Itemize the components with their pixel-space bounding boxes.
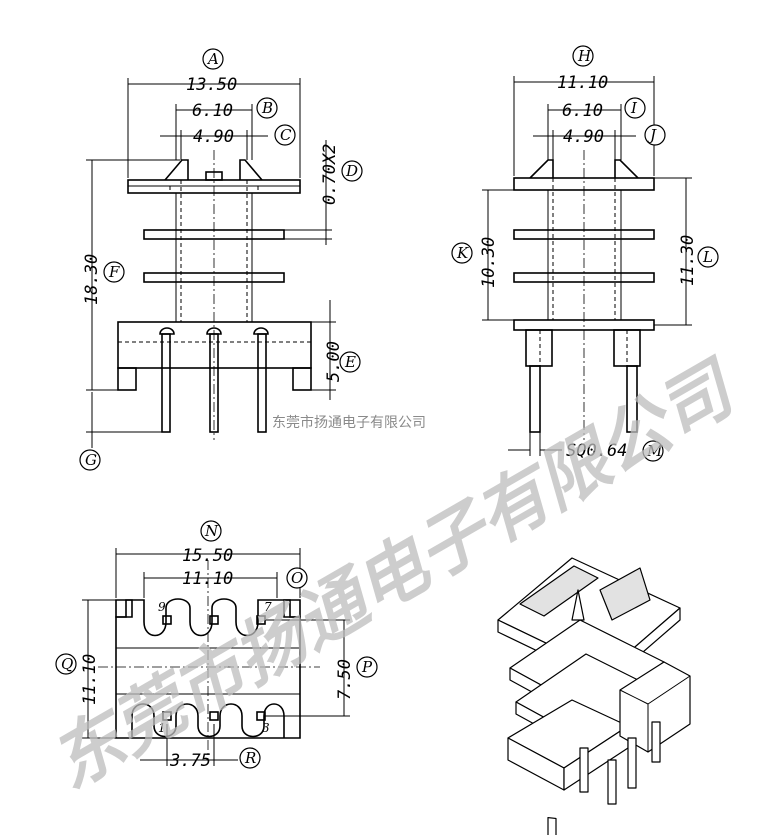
watermark-small: 东莞市扬通电子有限公司 [272,414,426,431]
front-left-hook [164,159,189,181]
label-F: F [108,263,120,281]
label-G: G [85,451,97,469]
pin-mark-7: 7 [264,600,272,614]
label-P: P [361,658,373,676]
label-Q: R [244,749,256,767]
dim-B-value: 6.10 [192,101,233,121]
label-I: I [630,99,638,117]
isometric-view [497,557,691,835]
dim-A-value: 13.50 [186,75,237,95]
label-M: M [646,442,663,460]
bottom-body [115,598,301,739]
front-view: 13.50 A 6.10 B 4.90 C 0.70X2 D 5.00 E [79,48,363,471]
side-pin-left [529,365,541,433]
dim-E-value: 5.00 [324,341,344,382]
label-A: A [206,50,219,68]
bottom-view: 9 7 1 3 15.50 N 11.10 O 7.50 P 3.75 R [55,520,378,771]
front-right-hook [239,159,263,181]
label-E: E [344,353,356,371]
label-O: O [291,569,303,587]
pin-mark-9: 9 [158,600,166,614]
label-B: B [261,99,273,117]
side-view: 11.10 H 6.10 I 4.90 J 10.30 K 11.30 L [451,45,719,462]
front-pin-3 [257,333,267,433]
pin-mark-1: 1 [158,721,166,735]
label-N: N [204,522,219,540]
dim-H-value: 11.10 [557,73,608,93]
dim-M-value: SQ0.64 [566,441,627,461]
dim-I-value: 6.10 [562,101,603,121]
dim-F-value: 18.30 [82,254,102,305]
label-C: C [280,126,292,144]
dim-K-value: 10.30 [479,237,499,288]
dim-Q-value: 3.75 [169,751,211,771]
dim-J-value: 4.90 [563,127,604,147]
front-base [117,321,312,369]
dim-D-value: 0.70X2 [320,144,340,205]
dim-L-value: 11.30 [678,235,698,286]
dim-N-value: 15.50 [182,546,233,566]
label-H: H [577,47,592,65]
label-J: J [647,126,657,144]
front-pin-1 [161,333,171,433]
dim-C-value: 4.90 [193,127,234,147]
label-R: Q [61,655,73,673]
side-pin-right [626,365,638,433]
dim-R-value: 11.10 [80,654,100,705]
label-D: D [345,162,358,180]
pin-mark-3: 3 [262,721,270,735]
label-K: K [456,244,469,262]
label-L: L [702,248,713,266]
dim-O-value: 11.10 [182,569,233,589]
dim-P-value: 7.50 [335,659,355,700]
